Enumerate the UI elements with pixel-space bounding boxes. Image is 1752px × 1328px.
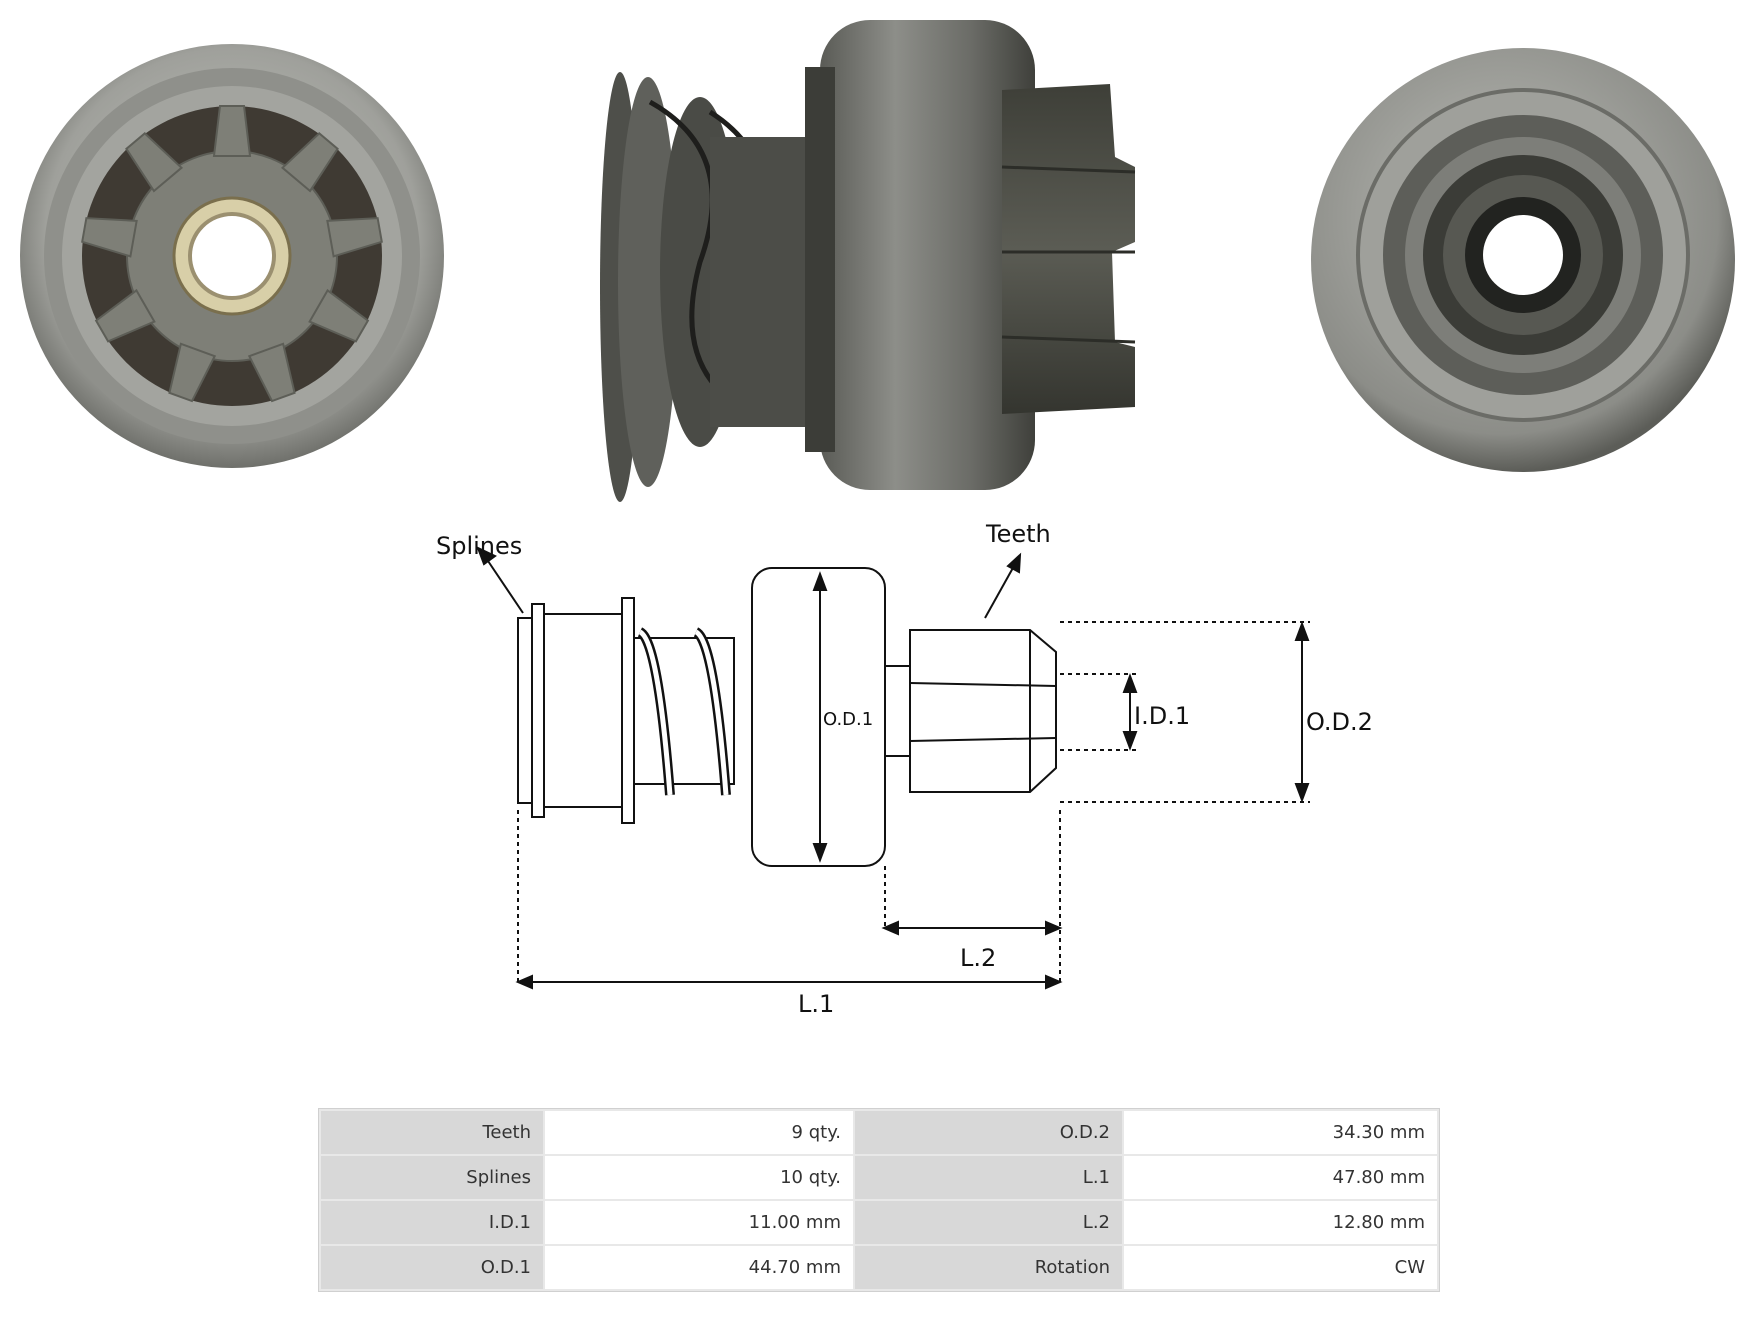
od2-label: O.D.2 <box>1306 708 1373 736</box>
id1-label: I.D.1 <box>1134 702 1190 730</box>
pinion-gear-icon <box>80 105 384 405</box>
l2-label: L.2 <box>960 944 996 972</box>
front-view-photo <box>20 44 444 468</box>
spec-label: L.2 <box>855 1201 1122 1244</box>
table-row: O.D.1 44.70 mm Rotation CW <box>321 1246 1437 1289</box>
spec-value: 11.00 mm <box>545 1201 853 1244</box>
spec-label: I.D.1 <box>321 1201 543 1244</box>
sleeve <box>633 637 735 785</box>
specifications-table: Teeth 9 qty. O.D.2 34.30 mm Splines 10 q… <box>318 1108 1440 1292</box>
spec-label: Teeth <box>321 1111 543 1154</box>
od1-label: O.D.1 <box>823 709 873 730</box>
l1-label: L.1 <box>798 990 834 1018</box>
spec-value: 9 qty. <box>545 1111 853 1154</box>
spec-value: CW <box>1124 1246 1437 1289</box>
table-row: I.D.1 11.00 mm L.2 12.80 mm <box>321 1201 1437 1244</box>
spec-label: L.1 <box>855 1156 1122 1199</box>
spec-label: O.D.2 <box>855 1111 1122 1154</box>
side-view-photo <box>600 20 1136 502</box>
pinion <box>909 629 1057 793</box>
table-row: Teeth 9 qty. O.D.2 34.30 mm <box>321 1111 1437 1154</box>
spec-value: 47.80 mm <box>1124 1156 1437 1199</box>
spring-seat <box>621 597 635 824</box>
rear-view-photo <box>1311 48 1735 472</box>
spec-value: 10 qty. <box>545 1156 853 1199</box>
spec-label: O.D.1 <box>321 1246 543 1289</box>
table-row: Splines 10 qty. L.1 47.80 mm <box>321 1156 1437 1199</box>
spec-value: 12.80 mm <box>1124 1201 1437 1244</box>
flange-plate <box>531 603 545 818</box>
spline-collar <box>517 617 533 804</box>
spec-value: 34.30 mm <box>1124 1111 1437 1154</box>
spec-value: 44.70 mm <box>545 1246 853 1289</box>
teeth-label: Teeth <box>985 520 1051 548</box>
spring-holder <box>543 613 623 808</box>
spec-label: Splines <box>321 1156 543 1199</box>
dimension-diagram: Splines Teeth O.D.1 I.D.1 O.D.2 L.2 L.1 <box>436 520 1373 1018</box>
splines-label: Splines <box>436 532 522 560</box>
spec-label: Rotation <box>855 1246 1122 1289</box>
